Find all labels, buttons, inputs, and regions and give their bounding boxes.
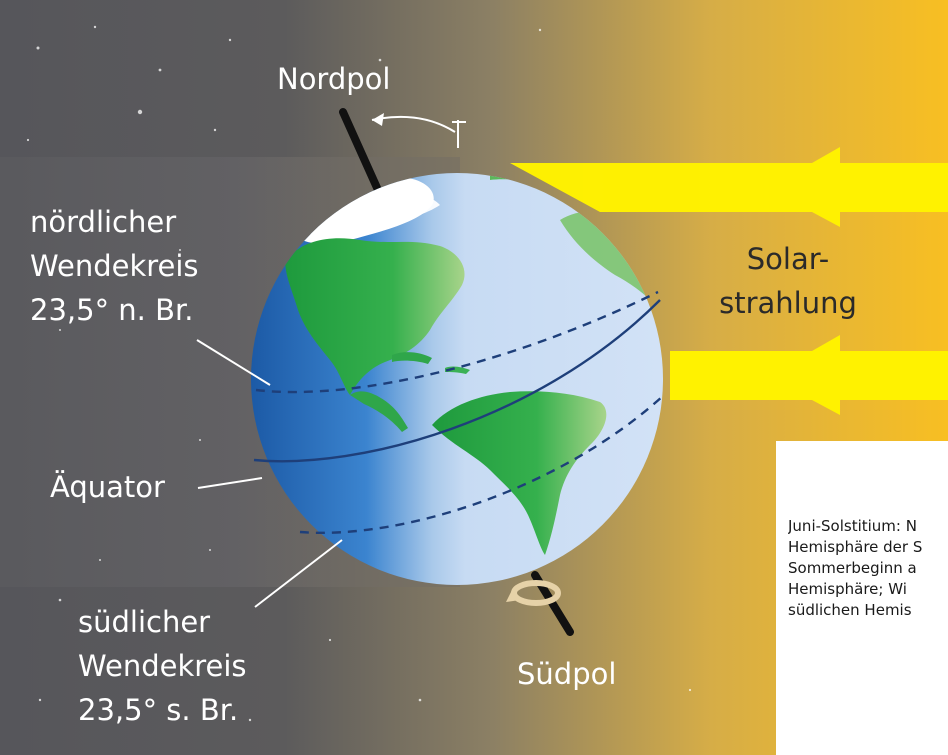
caption-line-3: Sommerbeginn a <box>788 559 917 577</box>
caption-box <box>776 441 948 755</box>
caption-line-2: Hemisphäre der S <box>788 538 923 556</box>
tropic-north-label: nördlicher Wendekreis 23,5° n. Br. <box>30 200 199 332</box>
south-pole-label: Südpol <box>517 657 617 691</box>
north-pole-label: Nordpol <box>277 62 391 96</box>
tropic-south-line-3: 23,5° s. Br. <box>78 693 239 727</box>
solar-radiation-label: Solar- strahlung <box>708 237 868 325</box>
solar-line-1: Solar- <box>746 242 830 276</box>
solar-line-2: strahlung <box>719 286 857 320</box>
equator-label: Äquator <box>50 470 165 504</box>
label-pointers <box>196 339 343 608</box>
caption-line-4: Hemisphäre; Wi <box>788 580 907 598</box>
stars <box>26 25 692 722</box>
caption-line-1: Juni-Solstitium: N <box>788 517 917 535</box>
tropic-south-line-1: südlicher <box>78 605 211 639</box>
tropic-north-line-1: nördlicher <box>30 205 177 239</box>
tropic-south-label: südlicher Wendekreis 23,5° s. Br. <box>78 600 247 732</box>
tropic-south-line-2: Wendekreis <box>78 649 247 683</box>
tropic-north-line-3: 23,5° n. Br. <box>30 293 194 327</box>
caption-line-5: südlichen Hemis <box>788 601 912 619</box>
earth-axis-north <box>339 108 382 194</box>
caption: Juni-Solstitium: N Hemisphäre der S Somm… <box>788 516 948 621</box>
sunlight-arrows <box>510 147 948 415</box>
latitude-lines <box>253 290 665 534</box>
tropic-north-line-2: Wendekreis <box>30 249 199 283</box>
